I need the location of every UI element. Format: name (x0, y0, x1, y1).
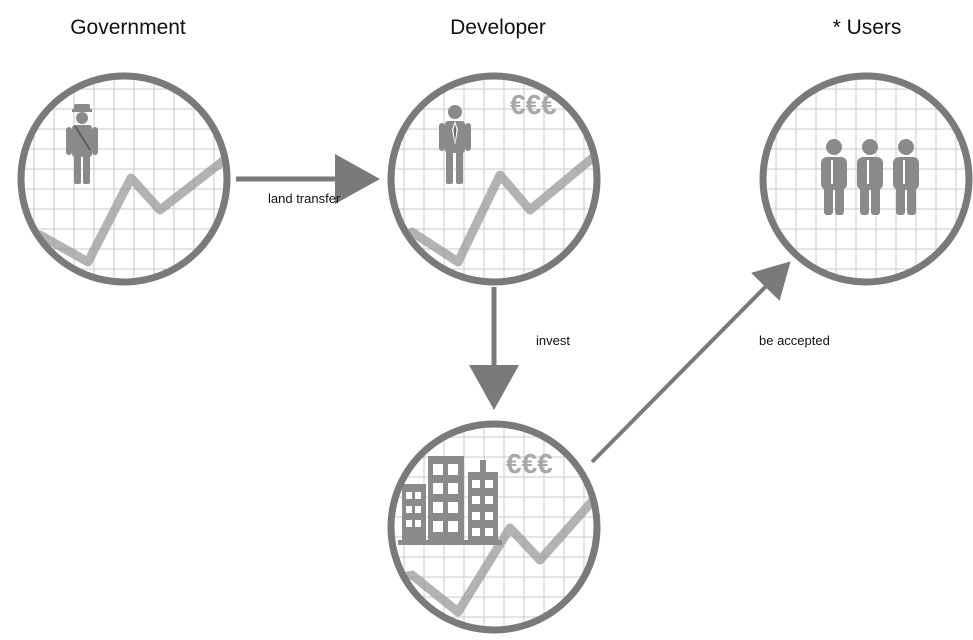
node-project: €€€ (387, 420, 601, 634)
edge-label-invest: invest (536, 333, 570, 348)
node-government (17, 72, 231, 286)
arrow-be-accepted (590, 261, 791, 464)
node-title-developer: Developer (450, 16, 546, 39)
edge-label-be-accepted: be accepted (759, 333, 830, 348)
euro-badge: €€€ (506, 448, 553, 479)
node-circle (387, 420, 601, 634)
node-title-government: Government (70, 16, 186, 39)
trend-line (391, 467, 597, 617)
police-officer-icon (66, 104, 98, 184)
edge-be-accepted: be accepted (590, 261, 830, 464)
grid-chart-background (21, 76, 227, 282)
grid-chart-background (391, 76, 597, 282)
people-group-icon (821, 139, 919, 215)
edge-invest: invest (469, 287, 570, 410)
node-circle (17, 72, 231, 286)
node-developer: €€€ (387, 72, 601, 286)
node-circle (387, 72, 601, 286)
edge-land-transfer: land transfer (236, 154, 380, 206)
businessman-icon (439, 105, 471, 184)
edge-label-land-transfer: land transfer (268, 191, 341, 206)
buildings-icon (398, 456, 502, 545)
node-title-users: * Users (833, 16, 902, 39)
node-circle (759, 72, 973, 286)
node-users (759, 72, 973, 286)
